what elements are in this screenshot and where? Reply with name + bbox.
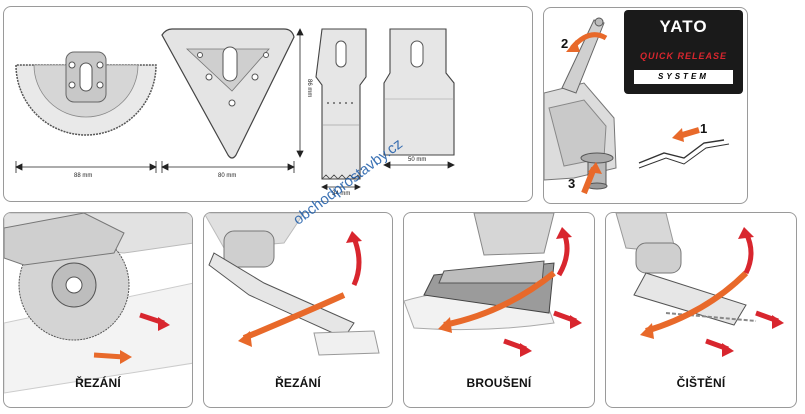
dim-label-88: 88 mm: [74, 173, 93, 179]
cutting-scene-2: [204, 213, 380, 356]
dimension-line-80: [161, 161, 295, 173]
dimension-line-86: [296, 28, 304, 158]
logo-quick-release-text: QUICK RELEASE: [639, 51, 727, 61]
tool-attachment-drawing: [544, 17, 730, 195]
logo-brand-text: YATO: [659, 17, 708, 36]
dimension-line-88: [15, 161, 157, 173]
triangle-sanding-blade: [161, 28, 295, 159]
scraper-blade-50: [383, 28, 455, 156]
yato-quick-release-logo: YATO QUICK RELEASE SYSTEM: [624, 10, 743, 94]
step-label-1: 1: [700, 121, 708, 136]
dim-label-34: 34 mm: [332, 191, 351, 197]
dim-label-86: 86 mm: [306, 79, 312, 98]
blades-panel: 88 mm 80 mm 86 mm 34 mm 50 mm: [3, 6, 533, 202]
sanding-scene: [404, 213, 582, 357]
usage-panel-cutting-2: ŘEZÁNÍ: [203, 212, 393, 408]
plunge-cut-blade-34: [315, 28, 367, 180]
cutting-scene-1: [4, 213, 192, 394]
usage-panel-cleaning: ČIŠTĚNÍ: [605, 212, 797, 408]
step-label-3: 3: [568, 176, 576, 191]
logo-system-text: SYSTEM: [634, 70, 733, 84]
blades-drawing: [15, 28, 455, 191]
usage-panel-sanding: BROUŠENÍ: [403, 212, 595, 408]
dimension-line-50: [383, 161, 455, 169]
caption-cutting-1: ŘEZÁNÍ: [75, 376, 121, 390]
caption-cleaning: ČIŠTĚNÍ: [676, 376, 726, 390]
dimension-line-34: [321, 183, 361, 191]
dim-label-50: 50 mm: [408, 157, 427, 163]
segment-saw-blade: [15, 51, 157, 136]
caption-cutting-2: ŘEZÁNÍ: [275, 376, 321, 390]
caption-sanding: BROUŠENÍ: [466, 376, 532, 390]
dim-label-80: 80 mm: [218, 173, 237, 179]
cleaning-scene: [615, 213, 784, 357]
usage-panel-cutting-1: ŘEZÁNÍ: [3, 212, 193, 408]
step-label-2: 2: [561, 36, 569, 51]
